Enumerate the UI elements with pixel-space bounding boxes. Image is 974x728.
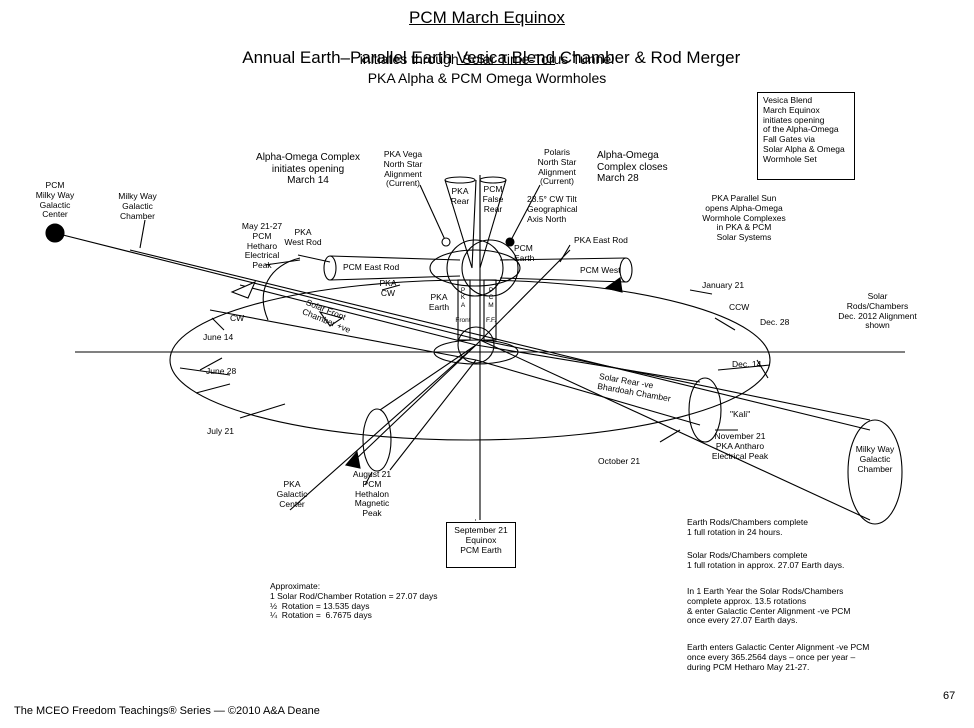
label-pcm-false-rear: PCM False Rear — [482, 184, 504, 214]
label-dec28: Dec. 28 — [760, 317, 790, 327]
label-pcm-east-rod: PCM East Rod — [343, 262, 400, 272]
solar-rear-chamber-end — [688, 377, 722, 443]
title-line-2-pre: Annual Earth–Parallel Earth — [242, 47, 457, 67]
title-line-2-underlined: Vesica Blend — [456, 47, 556, 67]
title-line-3: initiates through Solar Time-Torus Tunne… — [359, 51, 615, 67]
arrow-west — [604, 277, 623, 293]
label-january: January 21 — [702, 280, 745, 290]
galactic-line-left — [54, 232, 481, 341]
label-tilt: 23.5° CW Tilt Geographical Axis North — [527, 194, 578, 224]
label-july21: July 21 — [207, 426, 234, 436]
label-pka-west-rod: PKA West Rod — [284, 227, 322, 247]
title-line-2-post: Chamber & Rod Merger — [555, 47, 741, 67]
pcm-false-rear-cone — [479, 179, 507, 269]
label-vega: PKA Vega North Star Alignment (Current) — [383, 149, 423, 189]
label-pka-rear: PKA Rear — [450, 186, 470, 206]
note-earth-rods: Earth Rods/Chambers complete 1 full rota… — [687, 517, 808, 537]
label-kali: "Kali" — [730, 409, 751, 419]
label-june14: June 14 — [203, 332, 234, 342]
info-box: Vesica Blend March Equinox initiates ope… — [757, 92, 855, 180]
label-polaris: Polaris North Star Alignment (Current) — [537, 147, 577, 187]
pka-galactic-cone-end — [362, 408, 392, 472]
label-pcm-west: PCM West — [580, 265, 621, 275]
title-line-2: Annual Earth–Parallel Earth Vesica Blend… — [187, 28, 787, 67]
arrow-lower — [344, 450, 361, 469]
label-june28: June 28 — [206, 366, 237, 376]
label-pka-cw: PKA CW — [379, 278, 397, 298]
galactic-line-right — [479, 339, 871, 521]
pcm-east-rod-end — [323, 255, 337, 281]
milky-way-center-dot — [45, 223, 65, 243]
label-alpha-omega-opening: Alpha-Omega Complex initiates opening Ma… — [256, 152, 360, 186]
label-pka-east-rod: PKA East Rod — [574, 235, 628, 245]
label-antharo: November 21 PKA Antharo Electrical Peak — [711, 431, 769, 461]
arrow-upper-left — [230, 280, 257, 299]
chamber-line-top — [129, 249, 871, 431]
pcm-west-rod-end — [619, 257, 633, 283]
label-october: October 21 — [598, 456, 641, 466]
label-pka-front: P K A Front — [455, 287, 471, 324]
note-galactic-alignment: Earth enters Galactic Center Alignment -… — [687, 642, 870, 672]
note-earth-year: In 1 Earth Year the Solar Rods/Chambers … — [687, 586, 851, 626]
arrow-front — [318, 311, 344, 327]
title-line-1: PCM March Equinox — [409, 8, 565, 27]
footer-series: The MCEO Freedom Teachings® Series — ©20… — [14, 705, 320, 717]
label-milky-way-chamber-right: Milky Way Galactic Chamber — [855, 444, 895, 474]
label-pka-earth: PKA Earth — [428, 292, 450, 312]
sun-top-torus — [429, 249, 521, 287]
label-pcm-earth-top: PCM Earth — [514, 243, 535, 263]
pka-rear-cone — [444, 179, 477, 269]
label-pcm-ff: P C M F.F. — [485, 287, 497, 324]
label-solar-rods-alignment: Solar Rods/Chambers Dec. 2012 Alignment … — [838, 291, 917, 331]
note-solar-rods-rotation: Solar Rods/Chambers complete 1 full rota… — [687, 550, 845, 570]
milky-way-chamber-end — [847, 419, 903, 525]
label-hethalon: August 21 PCM Hethalon Magnetic Peak — [352, 469, 392, 519]
solar-front-chamber — [262, 257, 301, 321]
title-line-4: PKA Alpha & PCM Omega Wormholes — [367, 70, 607, 86]
label-ccw: CCW — [729, 302, 750, 312]
label-hetharo: May 21-27 PCM Hetharo Electrical Peak — [241, 221, 283, 271]
label-pka-galactic-center: PKA Galactic Center — [276, 479, 308, 509]
note-approximate: Approximate: 1 Solar Rod/Chamber Rotatio… — [270, 581, 438, 621]
september-box: September 21 Equinox PCM Earth — [446, 522, 516, 568]
label-dec14: Dec. 14 — [732, 359, 762, 369]
solar-sphere — [457, 326, 495, 364]
page-number: 67 — [943, 690, 956, 702]
label-pka-parallel-sun: PKA Parallel Sun opens Alpha-Omega Wormh… — [702, 193, 786, 243]
label-milky-way-center: PCM Milky Way Galactic Center — [35, 180, 75, 220]
label-milky-way-chamber-left: Milky Way Galactic Chamber — [118, 191, 157, 221]
label-alpha-omega-closes: Alpha-Omega Complex closes March 28 — [597, 150, 668, 184]
label-cw: CW — [230, 313, 245, 323]
